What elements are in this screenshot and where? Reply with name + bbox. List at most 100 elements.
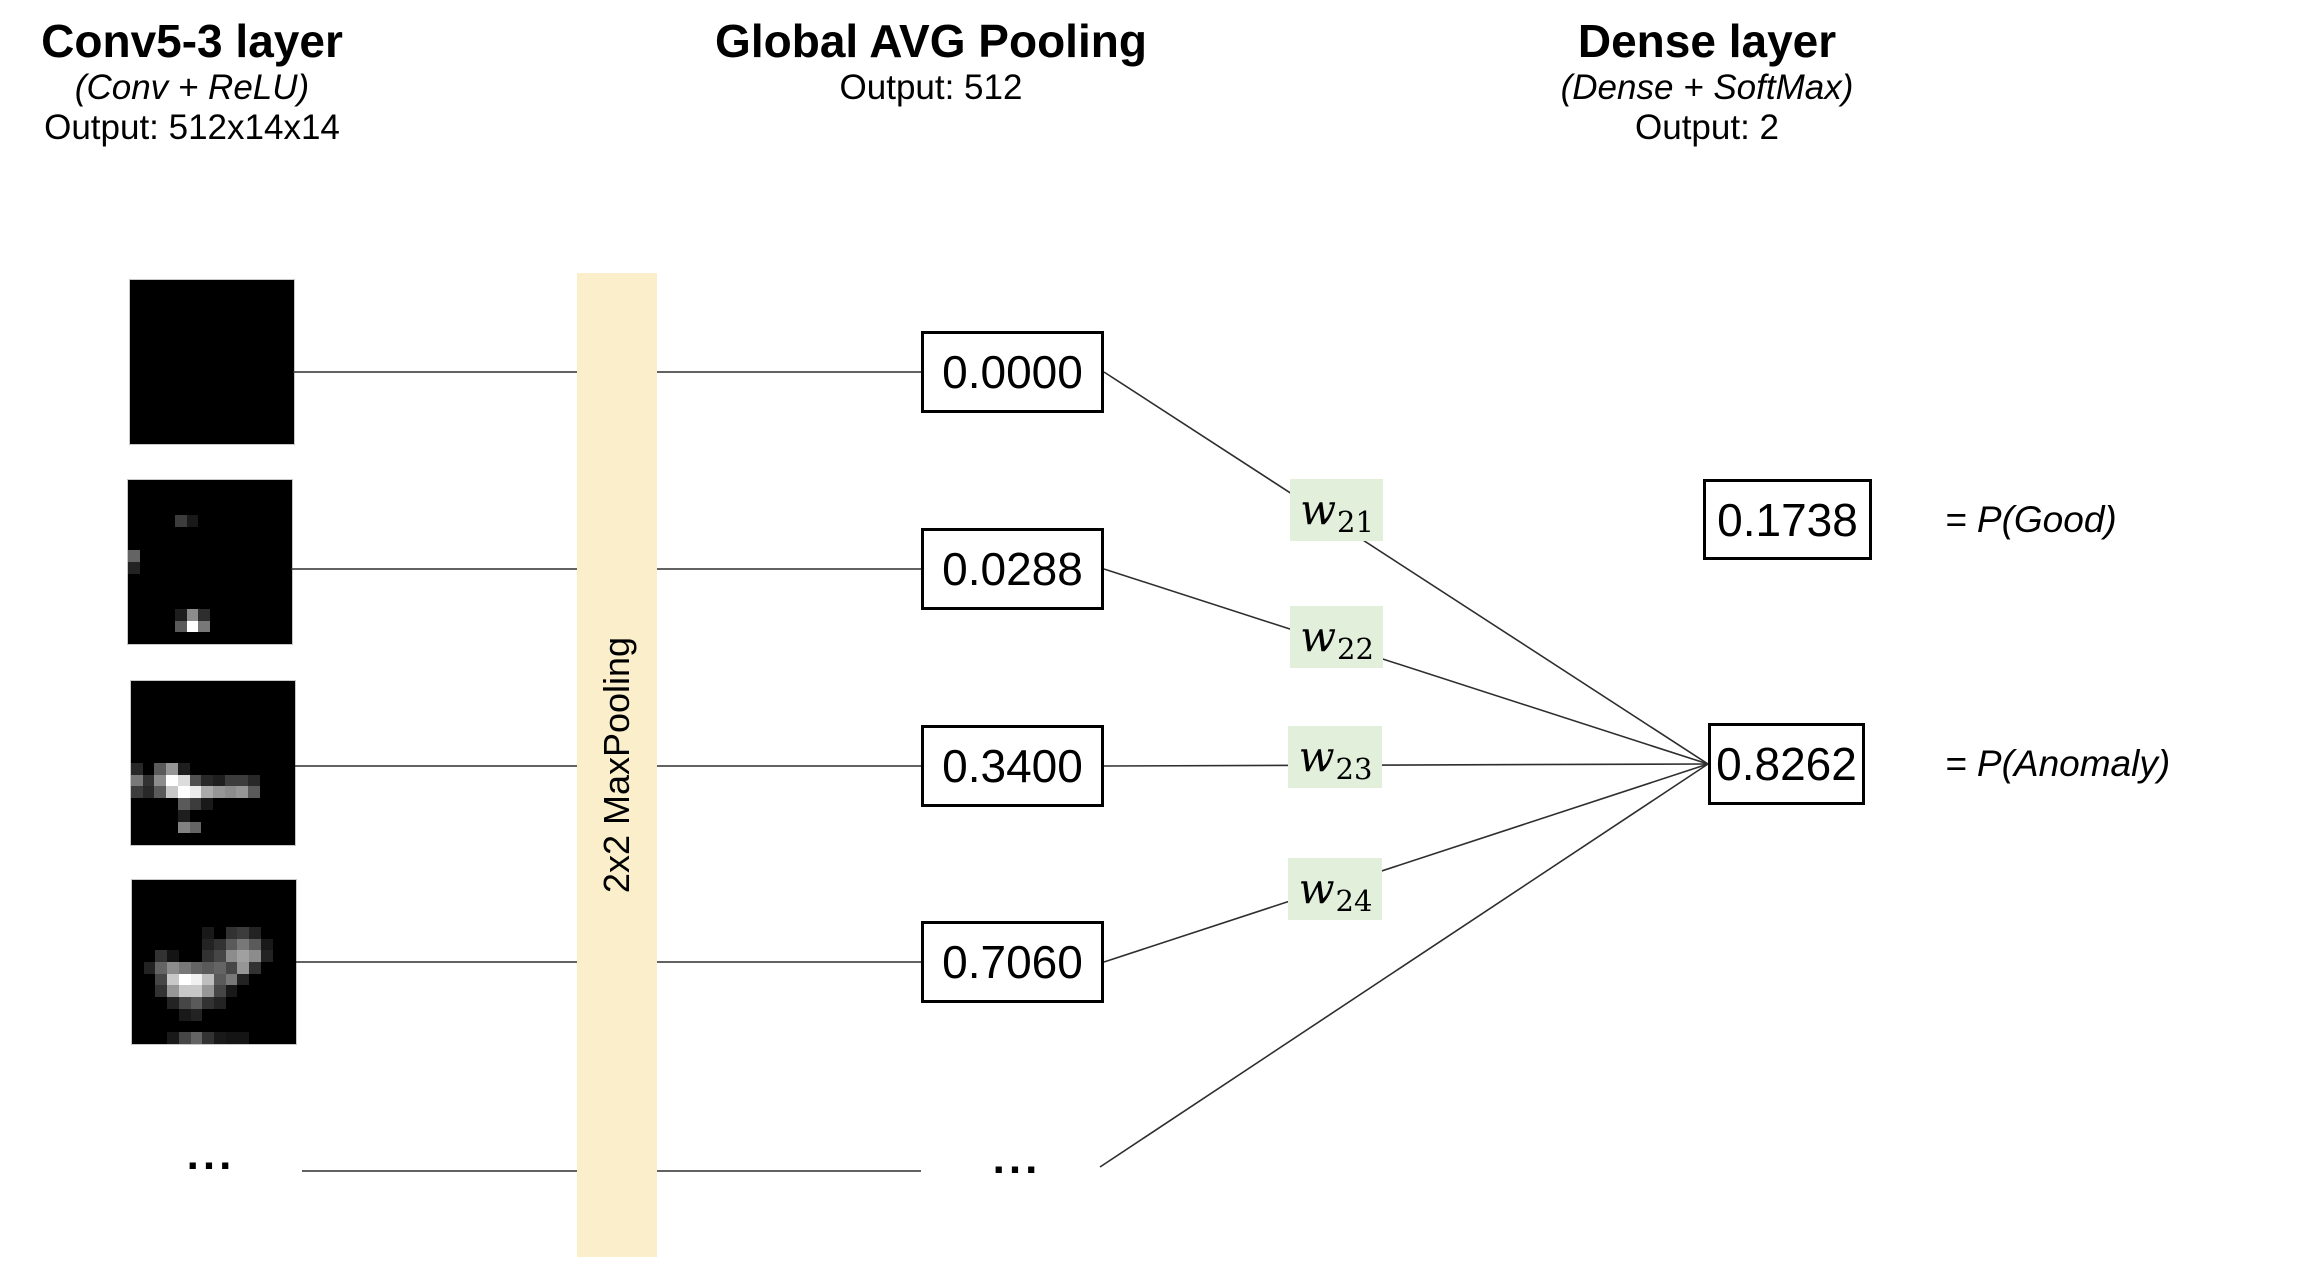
- fmap-pixel: [245, 503, 257, 516]
- fmap-pixel: [210, 632, 222, 644]
- fmap-pixel: [189, 833, 202, 845]
- fmap-pixel: [248, 727, 260, 740]
- fmap-pixel: [128, 538, 140, 551]
- fmap-pixel: [132, 962, 144, 974]
- fmap-pixel: [131, 774, 143, 787]
- fmap-pixel: [268, 515, 281, 527]
- gap-output: Output: 512: [839, 68, 1023, 107]
- fmap-pixel: [260, 903, 273, 916]
- fmap-pixel: [176, 315, 189, 327]
- fmap-pixel: [260, 997, 273, 1009]
- fmap-pixel: [188, 315, 201, 327]
- conv-layer-subtitle: (Conv + ReLU): [74, 68, 310, 107]
- fmap-pixel: [236, 809, 249, 822]
- fmap-pixel: [225, 1020, 238, 1033]
- fmap-pixel: [151, 585, 164, 598]
- fmap-pixel: [202, 950, 214, 962]
- fmap-pixel: [177, 763, 190, 775]
- fmap-pixel: [174, 515, 187, 527]
- conv-layer-output: Output: 512x14x14: [44, 108, 340, 147]
- fmap-pixel: [270, 432, 283, 444]
- fmap-pixel: [142, 704, 155, 717]
- fmap-pixel: [256, 526, 269, 539]
- fmap-pixel: [225, 1032, 238, 1044]
- fmap-pixel: [176, 303, 189, 316]
- fmap-pixel: [177, 751, 190, 763]
- fmap-pixel: [142, 751, 155, 763]
- fmap-pixel: [235, 362, 248, 374]
- fmap-pixel: [258, 397, 271, 409]
- fmap-pixel: [154, 774, 167, 787]
- fmap-pixel: [210, 526, 222, 539]
- fmap-pixel: [282, 326, 294, 339]
- fmap-pixel: [256, 550, 269, 562]
- fmap-pixel: [284, 1020, 296, 1033]
- fmap-pixel: [213, 739, 225, 752]
- fmap-pixel: [284, 880, 296, 892]
- fmap-pixel: [139, 573, 152, 586]
- fmap-pixel: [235, 326, 248, 339]
- fmap-pixel: [235, 350, 248, 362]
- fmap-pixel: [212, 385, 224, 398]
- weight-w23-base: w: [1298, 732, 1335, 781]
- fmap-pixel: [167, 926, 179, 939]
- fmap-pixel: [271, 751, 284, 763]
- fmap-pixel: [151, 550, 164, 562]
- fmap-pixel: [142, 798, 155, 810]
- fmap-pixel: [166, 798, 178, 810]
- fmap-pixel: [271, 774, 284, 787]
- fmap-pixel: [272, 985, 285, 998]
- fmap-pixel: [233, 515, 246, 527]
- dense-output-box-good: 0.1738: [1703, 479, 1872, 560]
- fmap-pixel: [177, 681, 190, 693]
- fmap-pixel: [284, 1032, 296, 1044]
- fmap-pixel: [178, 915, 191, 927]
- fmap-pixel: [248, 821, 260, 834]
- fmap-pixel: [151, 562, 164, 574]
- fmap-pixel: [260, 880, 273, 892]
- fmap-pixel: [245, 573, 257, 586]
- fmap-pixel: [153, 291, 166, 304]
- fmap-pixel: [174, 550, 187, 562]
- fmap-pixel: [153, 280, 166, 292]
- fmap-pixel: [249, 985, 261, 998]
- fmap-pixel: [259, 739, 272, 752]
- fmap-pixel: [223, 315, 236, 327]
- fmap-pixel: [130, 350, 142, 362]
- fmap-pixel: [260, 973, 273, 986]
- fmap-pixel: [270, 338, 283, 351]
- fmap-pixel: [177, 704, 190, 717]
- fmap-pixel: [155, 903, 168, 916]
- fmap-pixel: [235, 338, 248, 351]
- fmap-pixel: [130, 326, 142, 339]
- fmap-pixel: [235, 291, 248, 304]
- fmap-pixel: [235, 315, 248, 327]
- fmap-pixel: [201, 798, 213, 810]
- fmap-pixel: [131, 809, 143, 822]
- fmap-pixel: [141, 432, 154, 444]
- fmap-pixel: [142, 763, 155, 775]
- fmap-pixel: [283, 798, 295, 810]
- fmap-pixel: [245, 550, 257, 562]
- fmap-pixel: [190, 997, 203, 1009]
- fmap-pixel: [132, 985, 144, 998]
- fmap-pixel: [132, 926, 144, 939]
- fmap-pixel: [200, 326, 212, 339]
- fmap-pixel: [259, 763, 272, 775]
- fmap-pixel: [282, 280, 294, 292]
- fmap-pixel: [259, 798, 272, 810]
- fmap-pixel: [224, 833, 237, 845]
- fmap-pixel: [154, 727, 167, 740]
- fmap-pixel: [154, 821, 167, 834]
- fmap-pixel: [128, 515, 140, 527]
- fmap-pixel: [268, 526, 281, 539]
- fmap-pixel: [166, 786, 178, 799]
- fmap-pixel: [256, 538, 269, 551]
- fmap-pixel: [198, 480, 210, 492]
- fmap-pixel: [143, 1020, 156, 1033]
- fmap-pixel: [200, 303, 212, 316]
- fmap-pixel: [224, 786, 237, 799]
- fmap-pixel: [130, 408, 142, 421]
- fmap-pixel: [155, 1020, 168, 1033]
